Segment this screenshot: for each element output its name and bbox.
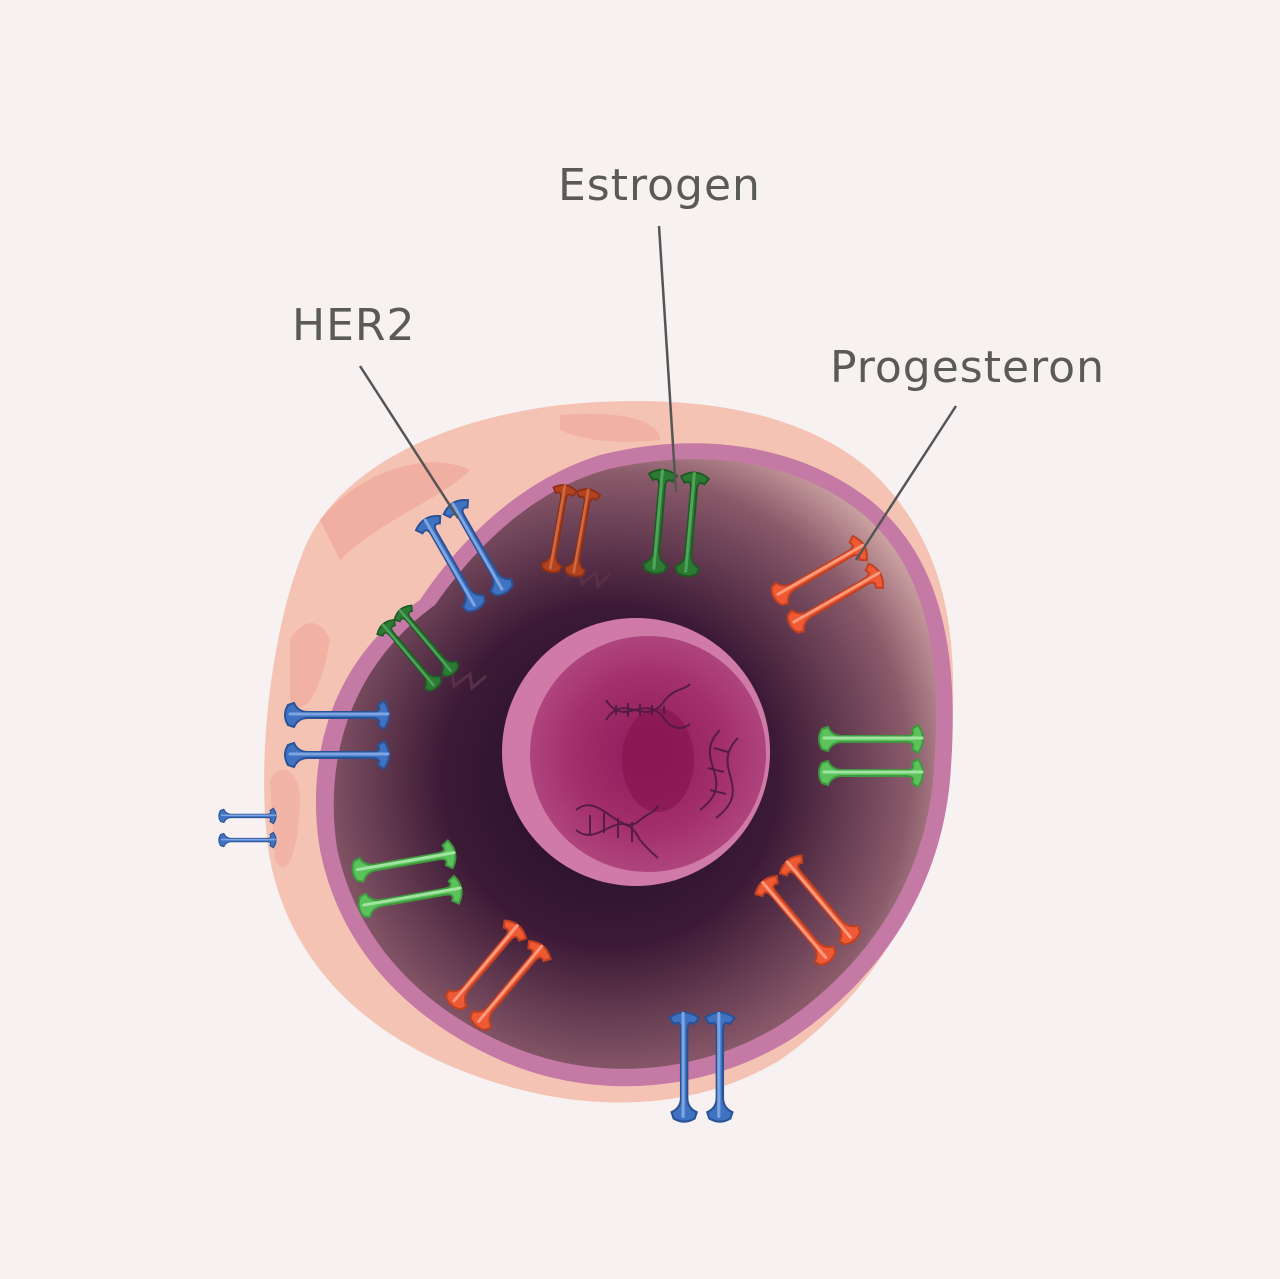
estrogen-leader-line	[657, 225, 678, 493]
estrogen-label: Estrogen	[558, 160, 761, 211]
dna-helix-icon	[605, 683, 691, 729]
nucleus	[502, 618, 770, 886]
her2-label: HER2	[292, 300, 416, 351]
progesteron-label: Progesteron	[830, 342, 1105, 393]
progesteron-leader-line	[854, 405, 958, 561]
dna-helix-icon	[575, 804, 659, 859]
her2-leader-line	[358, 365, 460, 519]
dna-helix-icon	[699, 729, 739, 819]
